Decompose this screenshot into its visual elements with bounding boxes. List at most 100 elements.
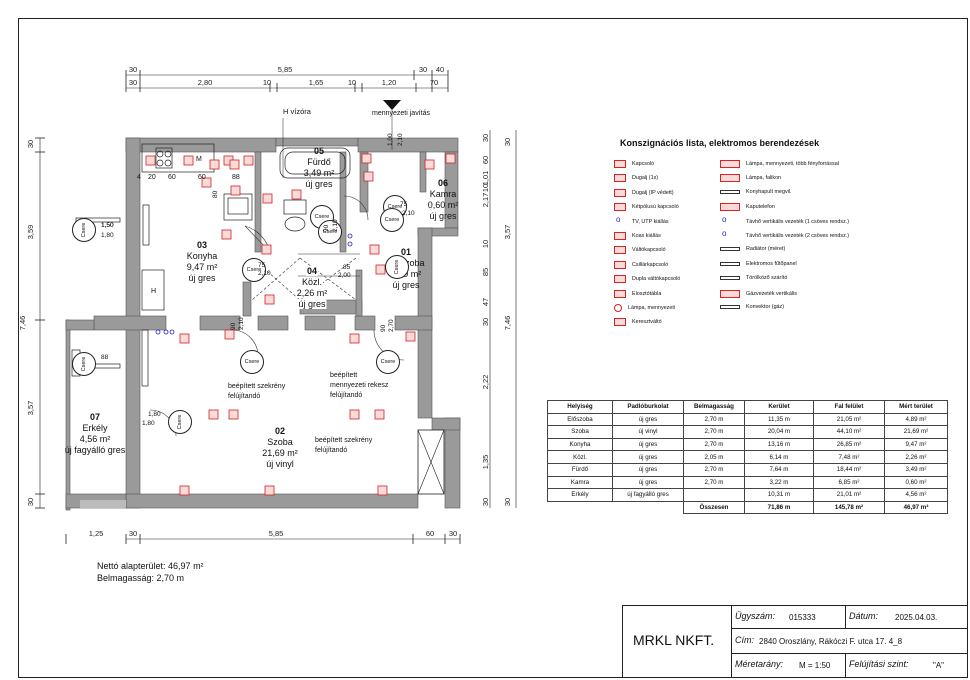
table-cell: Erkély: [547, 488, 613, 502]
legend-symbol-icon: [614, 318, 626, 327]
electric-outlet-icon: [201, 177, 212, 188]
legend-label: Törölköző szárító: [746, 275, 788, 282]
room-number: 04: [305, 266, 319, 277]
legend-title: Konszignációs lista, elektromos berendez…: [620, 138, 820, 148]
h-mark: H: [151, 288, 157, 295]
table-cell: új gres: [612, 475, 684, 490]
date-value: 2025.04.03.: [895, 613, 938, 622]
room-name: Kamra: [429, 189, 457, 199]
legend-symbol-icon: [614, 160, 626, 168]
table-header-cell: Belmagasság: [683, 400, 745, 414]
legend-symbol-icon: [720, 189, 740, 194]
electric-outlet-icon: [264, 294, 275, 305]
room-floor: új gres: [188, 273, 216, 283]
room-number: 07: [89, 412, 101, 422]
cabinet-note-2: felújítandó: [315, 447, 348, 454]
legend-label: Lámpa, mennyezeti, több fényforrással: [746, 161, 839, 167]
legend-label: Csillárkapcsoló: [632, 261, 669, 268]
room-area: 21,69 m²: [262, 448, 298, 458]
legend-label: Távhő vertikális vezeték (2 csöves rends…: [746, 233, 850, 239]
table-cell: 44,10 m²: [813, 425, 885, 439]
window-dim: 1,50: [101, 222, 114, 229]
table-cell: 7,64 m: [744, 462, 814, 477]
replace-circle: Csere: [240, 350, 264, 374]
table-cell: 9,47 m²: [884, 437, 948, 452]
table-cell: 2,70 m: [683, 425, 745, 439]
dim-text: 30: [503, 498, 512, 506]
table-cell: 0,60 m²: [884, 475, 948, 490]
replace-circle: Csere: [72, 352, 96, 376]
table-cell: Fürdő: [547, 462, 613, 477]
table-cell: új vinyl: [612, 425, 684, 439]
case-number: 015333: [789, 613, 816, 622]
electric-outlet-icon: [228, 409, 239, 420]
legend-item: Kaputelefon: [720, 203, 775, 212]
electric-outlet-icon: [349, 333, 360, 344]
inner-dim: 1,80: [101, 232, 114, 239]
electric-outlet-icon: [349, 409, 360, 420]
legend-item: TV, UTP kiállás: [614, 215, 669, 226]
room-name: Konyha: [186, 251, 218, 261]
dimension-lines: [35, 70, 517, 544]
room-floor: új vinyl: [266, 459, 294, 469]
table-cell: 3,49 m²: [884, 462, 948, 477]
legend-label: Váltókapcsoló: [632, 247, 666, 254]
legend-label: Dupla váltókapcsoló: [632, 276, 681, 283]
dim-text: 30: [26, 140, 35, 148]
legend-symbol-icon: [614, 215, 626, 226]
dim-text: 60: [481, 156, 490, 164]
dim-text: 30: [129, 65, 137, 74]
legend-item: Távhő vertikális vezeték (1 csöves rends…: [720, 215, 849, 226]
dim-text: 30: [419, 65, 427, 74]
legend-label: Elosztótábla: [632, 290, 662, 297]
legend-symbol-icon: [614, 289, 626, 298]
cabinet-note: felújítandó: [228, 393, 261, 400]
replace-circle: Csere: [318, 220, 342, 244]
legend-label: Dugalj (1x): [632, 175, 659, 182]
scale-value: M = 1:50: [799, 661, 831, 670]
net-area-note: Nettó alapterület: 46,97 m²: [97, 561, 204, 571]
electric-outlet-icon: [179, 485, 190, 496]
ceiling-box-note: felújítandó: [330, 392, 363, 399]
inner-dim: 2,70: [388, 319, 395, 332]
inner-dim: 1,80: [142, 420, 155, 427]
electric-outlet-icon: [445, 153, 456, 164]
dim-text: 2,22: [481, 375, 490, 390]
room-area: 9,47 m²: [186, 262, 218, 272]
table-header-cell: Kerület: [744, 400, 814, 414]
inner-dim: 75: [400, 201, 408, 208]
legend-symbol-icon: [614, 275, 626, 284]
legend-item: Kétpólusú kapcsoló: [614, 203, 679, 212]
room-name: Fürdő: [307, 157, 331, 167]
electric-outlet-icon: [363, 171, 374, 182]
legend-symbol-icon: [720, 289, 740, 298]
electric-outlet-icon: [179, 333, 190, 344]
side-dimension-texts: 30 3,59 7,46 3,57 30 30 60 1,01 10 2,17 …: [18, 134, 512, 506]
kitchen-dim: 4: [137, 174, 141, 181]
legend-label: Konyhapult megvil.: [746, 188, 792, 195]
table-cell: új gres: [612, 412, 684, 427]
dim-text: 10: [481, 184, 490, 192]
walls: [65, 137, 461, 511]
total-cell: 145,78 m²: [813, 500, 885, 515]
legend-symbol-icon: [614, 260, 626, 269]
table-header-cell: Mért terület: [884, 400, 948, 414]
table-cell: 6,85 m²: [813, 475, 885, 490]
dim-text: 40: [436, 65, 444, 74]
dim-text: 1,20: [382, 78, 397, 87]
electric-outlet-icon: [405, 331, 416, 342]
legend-symbol-icon: [720, 203, 740, 212]
room-area: 0,60 m²: [427, 200, 459, 210]
room-name: Erkély: [82, 423, 108, 433]
electric-outlet-icon: [424, 159, 435, 170]
dim-text: 60: [426, 529, 434, 538]
legend-symbol-icon: [614, 246, 626, 255]
total-label: Összesen: [683, 500, 745, 515]
